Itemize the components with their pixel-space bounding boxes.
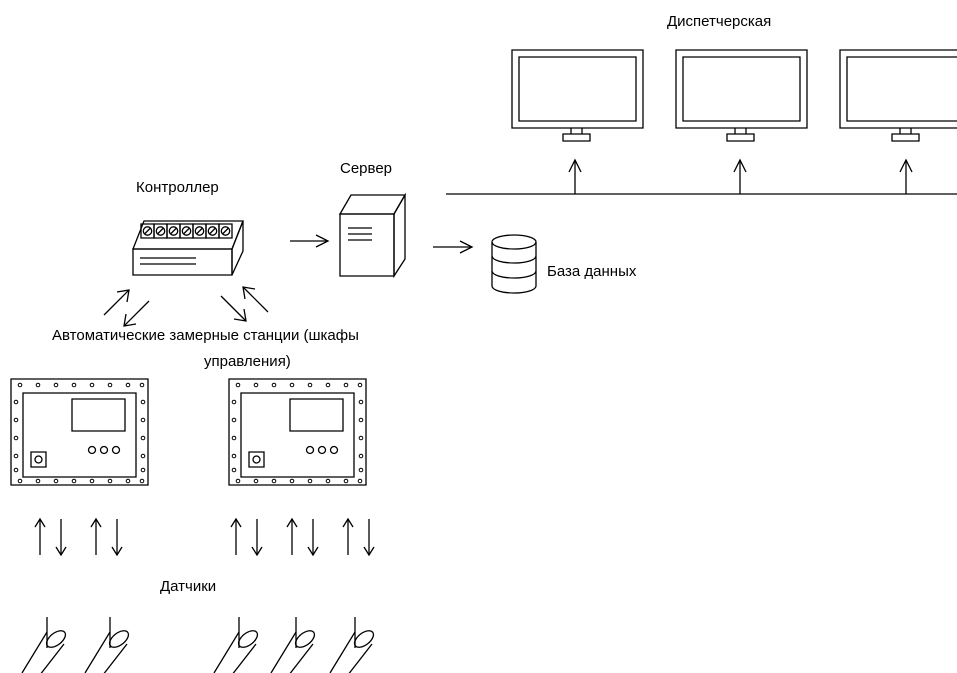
- sensors-label: Датчики: [160, 578, 217, 595]
- arrow-pair-sensor-3: [231, 519, 262, 555]
- arrow-controller-to-server: [290, 235, 328, 247]
- database-cylinder-icon: [492, 235, 536, 293]
- dispatch-bus: [446, 160, 957, 194]
- arrows-controller-cabinet-left: [104, 290, 149, 326]
- arrow-pair-sensor-2: [91, 519, 122, 555]
- pipe-sensor-icon: [85, 617, 131, 673]
- stations-label-line1: Автоматические замерные станции (шкафы: [52, 327, 359, 344]
- arrow-pair-sensor-5: [343, 519, 374, 555]
- stations-label-line2: управления): [204, 353, 291, 370]
- pipe-sensor-icon: [271, 617, 317, 673]
- terminal-block-controller-icon: [133, 221, 243, 275]
- controller-label: Контроллер: [136, 179, 219, 196]
- dispatch-label: Диспетчерская: [667, 13, 772, 30]
- arrow-pair-sensor-4: [287, 519, 318, 555]
- arrows-controller-cabinet-right: [221, 287, 268, 321]
- control-cabinet-icon: [229, 379, 366, 485]
- pipe-sensor-icon: [214, 617, 260, 673]
- monitor-icon: [676, 50, 807, 141]
- pipe-sensor-icon: [330, 617, 376, 673]
- arrow-pair-sensor-1: [35, 519, 66, 555]
- monitor-icon: [512, 50, 643, 141]
- control-cabinet-icon: [11, 379, 148, 485]
- server-tower-icon: [340, 195, 405, 276]
- pipe-sensor-icon: [22, 617, 68, 673]
- database-label: База данных: [547, 263, 637, 280]
- arrow-server-to-database: [433, 241, 472, 253]
- monitor-icon: [840, 50, 957, 141]
- server-label: Сервер: [340, 160, 393, 177]
